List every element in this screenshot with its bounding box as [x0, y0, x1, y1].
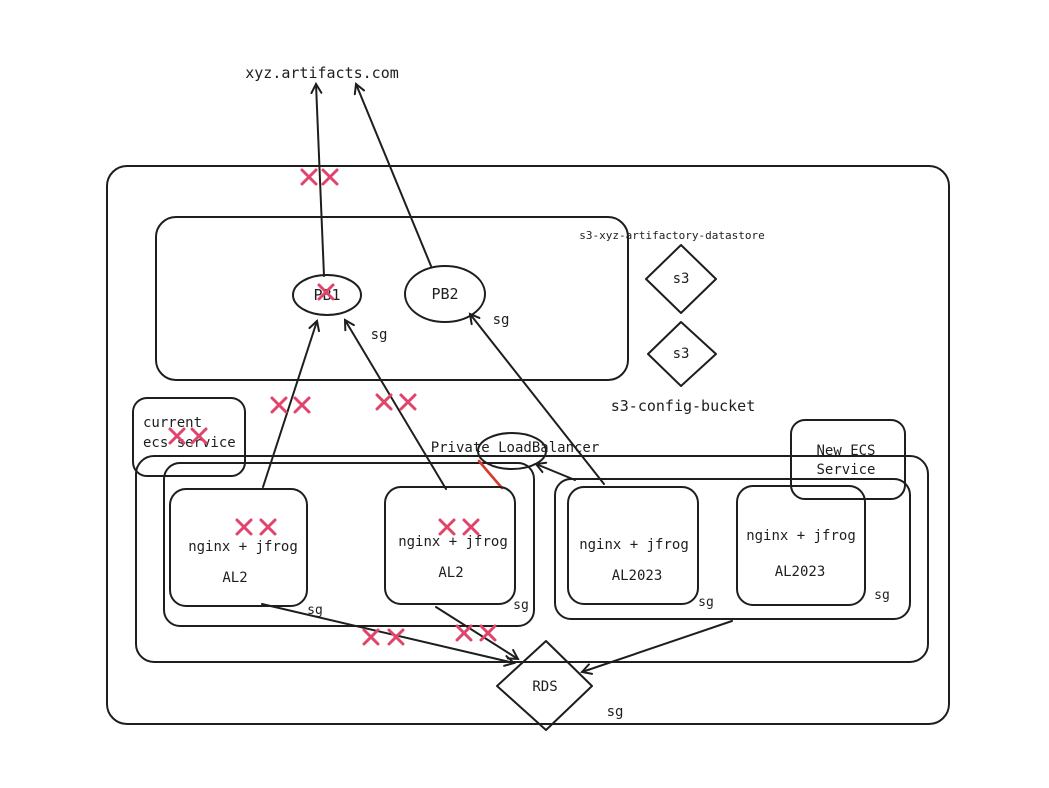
task-al2-b: nginx + jfrog AL2	[384, 486, 516, 605]
task-al2023-a-line2: AL2023	[612, 568, 663, 584]
arrow-new-service-to-rds	[582, 620, 733, 672]
cross-mark-icon	[168, 427, 186, 445]
task-al2-a-line1: nginx + jfrog	[188, 539, 298, 555]
cross-mark-icon	[300, 168, 318, 186]
plb-label: Private LoadBalancer	[431, 440, 600, 456]
cross-mark-icon	[235, 518, 253, 536]
arrow-task2-to-rds	[435, 606, 518, 659]
cross-mark-icon	[270, 396, 288, 414]
cross-mark-icon	[455, 624, 473, 642]
cross-mark-icon	[259, 518, 277, 536]
arrow-task3-to-pb2	[470, 314, 605, 485]
external-endpoint-label: xyz.artifacts.com	[245, 64, 399, 82]
task-al2023-b-sg-label: sg	[874, 588, 890, 603]
current-service-line2: ecs service	[143, 435, 236, 451]
task-al2-a-line2: AL2	[222, 570, 247, 586]
cross-mark-icon	[317, 283, 335, 301]
arrow-task1-to-pb1	[262, 321, 317, 488]
cross-mark-icon	[479, 624, 497, 642]
new-service-line1: New ECS	[816, 443, 875, 459]
arrow-task2-to-pb1	[345, 320, 447, 490]
arrow-pb1-to-external	[316, 84, 325, 277]
vpc-container	[106, 165, 950, 725]
cross-mark-icon	[293, 396, 311, 414]
datastore-label: s3-xyz-artifactory-datastore	[579, 229, 764, 242]
arrow-new-service-to-plb	[536, 464, 576, 481]
task-al2-a: nginx + jfrog AL2	[169, 488, 308, 607]
rds-label: RDS	[532, 679, 557, 695]
pb2-node: PB2	[404, 265, 486, 323]
task-al2-b-line1: nginx + jfrog	[398, 534, 508, 550]
task-al2023-a-sg-label: sg	[698, 595, 714, 610]
config-bucket-label: s3-config-bucket	[611, 397, 756, 415]
pb2-sg-label: sg	[493, 312, 510, 328]
cross-mark-icon	[362, 628, 380, 646]
cross-mark-icon	[399, 393, 417, 411]
proxy-subnet-container	[155, 216, 629, 381]
pb-sg-label: sg	[371, 327, 388, 343]
task-al2023-a: nginx + jfrog AL2023	[567, 486, 699, 605]
current-service-container	[163, 462, 535, 627]
cross-mark-icon	[438, 518, 456, 536]
cross-mark-icon	[462, 518, 480, 536]
current-service-line1: current	[143, 415, 202, 431]
task-al2-b-sg-label: sg	[513, 598, 529, 613]
cross-mark-icon	[190, 427, 208, 445]
new-service-line2: Service	[816, 462, 875, 478]
s3-bucket-b: s3	[647, 321, 717, 387]
arrow-pb2-to-external	[356, 84, 432, 267]
task-al2023-a-line1: nginx + jfrog	[579, 537, 689, 553]
s3-bucket-a-label: s3	[673, 271, 690, 287]
pb2-label: PB2	[431, 285, 458, 303]
task-al2-b-line2: AL2	[438, 565, 463, 581]
task-al2023-b-line2: AL2023	[775, 564, 826, 580]
current-ecs-service-callout: current ecs service	[132, 397, 246, 477]
new-service-container	[554, 478, 911, 620]
s3-bucket-a: s3	[645, 244, 717, 314]
rds-database: RDS	[496, 640, 593, 731]
arrow-task1-to-rds	[261, 603, 514, 663]
task-al2023-b-line1: nginx + jfrog	[746, 528, 856, 544]
ecs-cluster-container	[135, 455, 929, 663]
cross-mark-icon	[387, 628, 405, 646]
cross-mark-icon	[321, 168, 339, 186]
s3-bucket-b-label: s3	[673, 346, 690, 362]
new-ecs-service-callout: New ECS Service	[790, 419, 906, 500]
current-service-sg-label: sg	[307, 603, 323, 618]
cross-mark-icon	[375, 393, 393, 411]
rds-sg-label: sg	[607, 704, 624, 720]
task-al2023-b: nginx + jfrog AL2023	[736, 485, 866, 606]
blocked-markers	[168, 168, 497, 646]
